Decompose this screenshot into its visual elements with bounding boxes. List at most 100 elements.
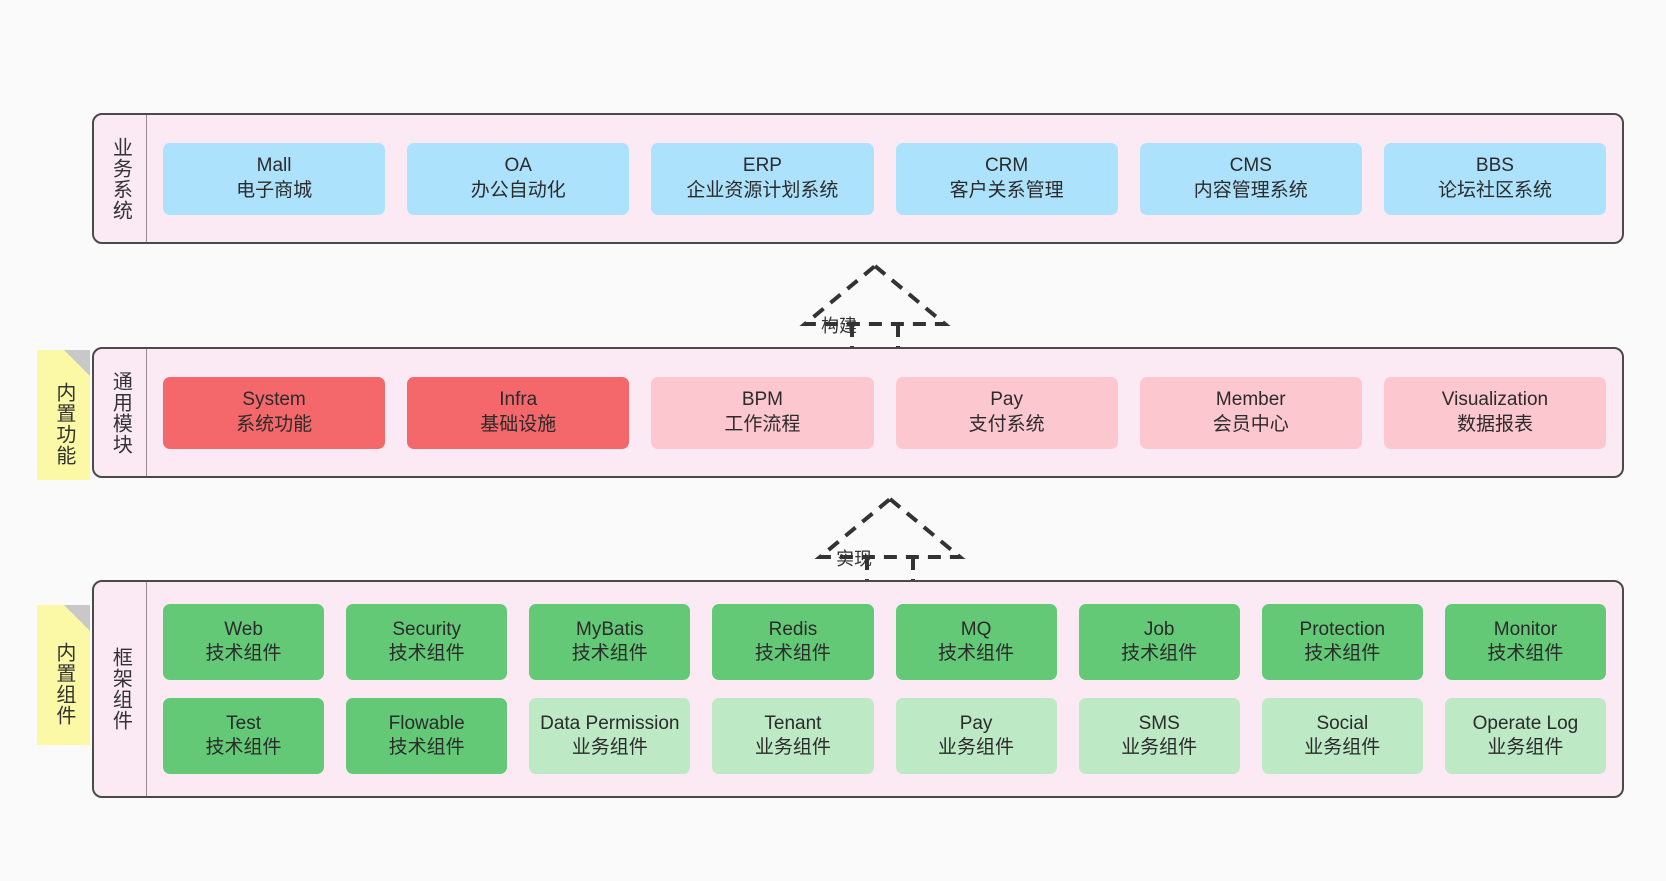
layer-framework-component: 框架组件 Web 技术组件 Security 技术组件 MyBatis 技术组件… [92, 580, 1624, 798]
card-subtitle: 论坛社区系统 [1437, 179, 1552, 201]
card-title: CMS [1229, 155, 1272, 177]
connector-implement-shape [814, 496, 966, 589]
connector-implement: 实现 [810, 495, 966, 589]
card-erp[interactable]: ERP 企业资源计划系统 [651, 142, 874, 215]
card-bpm[interactable]: BPM 工作流程 [651, 376, 874, 449]
card-mybatis[interactable]: MyBatis 技术组件 [529, 604, 691, 680]
note-label: 内置组件 [52, 642, 75, 726]
card-title: CRM [984, 155, 1029, 177]
card-redis[interactable]: Redis 技术组件 [712, 604, 874, 680]
card-security[interactable]: Security 技术组件 [346, 604, 508, 680]
layer-title-common-module: 通用模块 [94, 349, 147, 476]
card-pay-component[interactable]: Pay 业务组件 [895, 698, 1057, 774]
card-subtitle: 电子商城 [236, 179, 313, 201]
card-title: Web [224, 618, 263, 640]
card-crm[interactable]: CRM 客户关系管理 [895, 142, 1118, 215]
card-sms[interactable]: SMS 业务组件 [1078, 698, 1240, 774]
card-title: Tenant [764, 712, 822, 734]
card-title: OA [504, 155, 532, 177]
card-test[interactable]: Test 技术组件 [163, 698, 325, 774]
card-title: Pay [959, 712, 993, 734]
card-data-permission[interactable]: Data Permission 业务组件 [529, 698, 691, 774]
card-subtitle: 业务组件 [1487, 737, 1564, 758]
card-title: Job [1143, 618, 1175, 640]
card-subtitle: 技术组件 [1487, 643, 1564, 664]
card-subtitle: 业务组件 [571, 737, 648, 758]
card-oa[interactable]: OA 办公自动化 [407, 142, 630, 215]
connector-build-shape [799, 263, 951, 356]
card-subtitle: 技术组件 [571, 643, 648, 664]
card-title: BBS [1475, 155, 1514, 177]
card-subtitle: 基础设施 [480, 413, 557, 435]
card-subtitle: 技术组件 [388, 643, 465, 664]
card-subtitle: 技术组件 [1304, 643, 1381, 664]
card-flowable[interactable]: Flowable 技术组件 [346, 698, 508, 774]
card-subtitle: 技术组件 [754, 643, 831, 664]
note-fold-corner [64, 605, 90, 631]
note-fold-corner [64, 350, 90, 376]
card-infra[interactable]: Infra 基础设施 [407, 376, 630, 449]
card-title: Social [1316, 712, 1369, 734]
card-subtitle: 数据报表 [1456, 413, 1533, 435]
card-subtitle: 技术组件 [388, 737, 465, 758]
card-title: Operate Log [1472, 712, 1579, 734]
card-subtitle: 支付系统 [968, 413, 1045, 435]
card-subtitle: 办公自动化 [470, 179, 566, 201]
layer-body-framework-component: Web 技术组件 Security 技术组件 MyBatis 技术组件 Redi… [147, 582, 1622, 796]
card-operate-log[interactable]: Operate Log 业务组件 [1444, 698, 1606, 774]
card-title: Protection [1299, 618, 1386, 640]
card-subtitle: 业务组件 [754, 737, 831, 758]
card-pay-module[interactable]: Pay 支付系统 [895, 376, 1118, 449]
card-title: Pay [990, 389, 1023, 411]
card-title: Visualization [1441, 389, 1549, 411]
card-monitor[interactable]: Monitor 技术组件 [1444, 604, 1606, 680]
card-subtitle: 技术组件 [938, 643, 1015, 664]
card-title: MQ [960, 618, 992, 640]
card-protection[interactable]: Protection 技术组件 [1261, 604, 1423, 680]
row-common-modules: System 系统功能 Infra 基础设施 BPM 工作流程 Pay 支付系统… [163, 376, 1607, 449]
card-subtitle: 业务组件 [1121, 737, 1198, 758]
card-subtitle: 内容管理系统 [1193, 179, 1308, 201]
card-subtitle: 会员中心 [1212, 413, 1289, 435]
card-title: SMS [1138, 712, 1180, 734]
card-title: Member [1215, 389, 1286, 411]
card-title: BPM [741, 389, 784, 411]
card-title: Test [226, 712, 261, 734]
card-cms[interactable]: CMS 内容管理系统 [1139, 142, 1362, 215]
card-bbs[interactable]: BBS 论坛社区系统 [1383, 142, 1607, 215]
card-mall[interactable]: Mall 电子商城 [163, 142, 386, 215]
card-job[interactable]: Job 技术组件 [1078, 604, 1240, 680]
card-subtitle: 工作流程 [724, 413, 801, 435]
card-title: System [242, 389, 306, 411]
card-visualization[interactable]: Visualization 数据报表 [1383, 376, 1607, 449]
card-subtitle: 技术组件 [205, 737, 282, 758]
card-web[interactable]: Web 技术组件 [163, 604, 325, 680]
card-title: Security [392, 618, 461, 640]
card-subtitle: 系统功能 [236, 413, 313, 435]
layer-business-system: 业务系统 Mall 电子商城 OA 办公自动化 ERP 企业资源计划系统 CRM… [92, 113, 1624, 244]
card-title: Infra [499, 389, 538, 411]
card-tenant[interactable]: Tenant 业务组件 [712, 698, 874, 774]
connector-build: 构建 [795, 262, 951, 356]
layer-common-module: 通用模块 System 系统功能 Infra 基础设施 BPM 工作流程 Pay… [92, 347, 1624, 478]
note-builtin-component: 内置组件 [37, 605, 90, 745]
card-title: Flowable [388, 712, 465, 734]
card-mq[interactable]: MQ 技术组件 [895, 604, 1057, 680]
card-title: ERP [742, 155, 782, 177]
row-business-components: Test 技术组件 Flowable 技术组件 Data Permission … [163, 698, 1606, 774]
card-subtitle: 企业资源计划系统 [686, 179, 839, 201]
layer-body-business-system: Mall 电子商城 OA 办公自动化 ERP 企业资源计划系统 CRM 客户关系… [147, 115, 1622, 242]
row-tech-components: Web 技术组件 Security 技术组件 MyBatis 技术组件 Redi… [163, 604, 1606, 680]
card-member[interactable]: Member 会员中心 [1139, 376, 1362, 449]
row-business-systems: Mall 电子商城 OA 办公自动化 ERP 企业资源计划系统 CRM 客户关系… [163, 142, 1607, 215]
note-builtin-function: 内置功能 [37, 350, 90, 480]
card-social[interactable]: Social 业务组件 [1261, 698, 1423, 774]
card-subtitle: 客户关系管理 [949, 179, 1064, 201]
connector-build-label: 构建 [821, 316, 857, 336]
card-system[interactable]: System 系统功能 [163, 376, 386, 449]
layer-title-framework-component: 框架组件 [94, 582, 147, 796]
card-title: Monitor [1493, 618, 1558, 640]
card-title: Redis [768, 618, 818, 640]
card-subtitle: 业务组件 [1304, 737, 1381, 758]
